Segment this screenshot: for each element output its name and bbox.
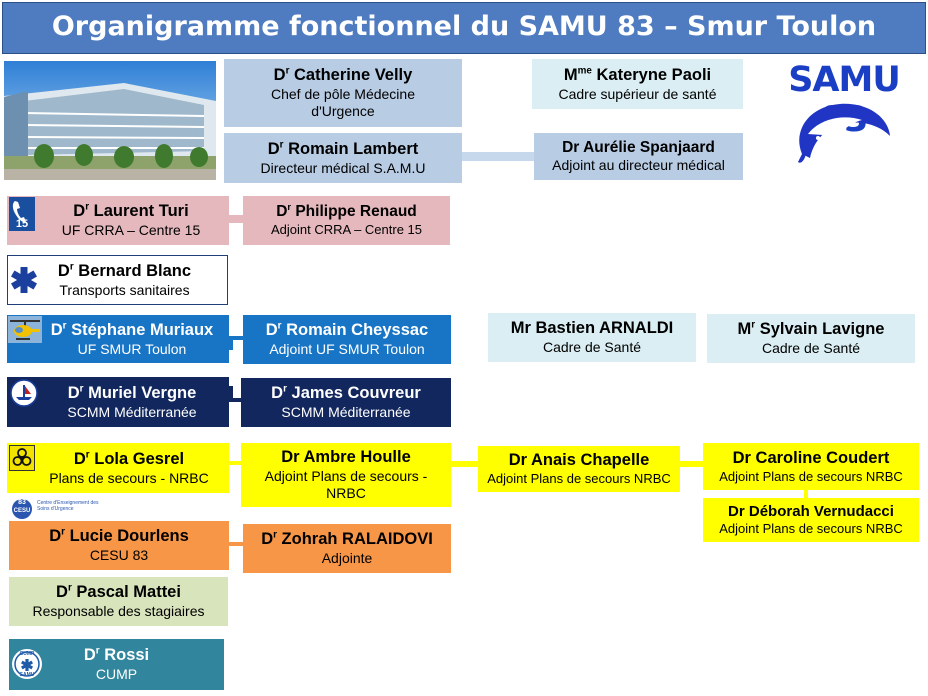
box-laurent-turi: Dr Laurent Turi UF CRRA – Centre 15 xyxy=(7,196,229,245)
person-role: Adjoint CRRA – Centre 15 xyxy=(270,222,423,237)
box-pascal-mattei: Dr Pascal Mattei Responsable des stagiai… xyxy=(9,577,228,626)
person-role: UF SMUR Toulon xyxy=(77,340,187,357)
person-name: Rossi xyxy=(104,646,150,665)
box-romain-lambert: Dr Romain Lambert Directeur médical S.A.… xyxy=(224,133,462,183)
title-bar: Organigramme fonctionnel du SAMU 83 – Sm… xyxy=(2,2,926,54)
person-role: Adjoint Plans de secours NRBC xyxy=(719,468,903,484)
person-role: Adjoint Plans de secours NRBC xyxy=(719,521,903,537)
box-bastien-arnaldi: Mr Bastien ARNALDI Cadre de Santé xyxy=(488,313,696,362)
connector-muriaux-cheyssac-v xyxy=(229,336,233,350)
person-name: Dr Aurélie Spanjaard xyxy=(562,138,715,156)
box-sylvain-lavigne: Mr Sylvain Lavigne Cadre de Santé xyxy=(707,314,915,363)
box-catherine-velly: Dr Catherine Velly Chef de pôle Médecine… xyxy=(224,59,462,127)
box-lucie-dourlens: Dr Lucie Dourlens CESU 83 xyxy=(9,521,229,570)
person-name: Muriel Vergne xyxy=(88,383,197,402)
box-zohrah-ralaidovi: Dr Zohrah RALAIDOVI Adjointe xyxy=(243,524,451,573)
person-name: Dr Déborah Vernudacci xyxy=(728,503,894,521)
cesu-logo-icon: 83 CESU Centre d'Enseignement des Soins … xyxy=(9,497,139,521)
scmm-emblem-icon xyxy=(10,379,38,407)
person-role: CUMP xyxy=(95,666,138,682)
box-deborah-vernudacci: Dr Déborah Vernudacci Adjoint Plans de s… xyxy=(703,498,919,542)
person-role: Plans de secours - NRBC xyxy=(49,469,209,486)
connector-turi-renaud xyxy=(229,215,243,223)
box-muriel-vergne: Dr Muriel Vergne SCMM Méditerranée xyxy=(7,377,229,427)
box-aurelie-spanjaard: Dr Aurélie Spanjaard Adjoint au directeu… xyxy=(534,133,743,180)
person-name: Zohrah RALAIDOVI xyxy=(281,530,433,549)
connector-coudert-vernudacci xyxy=(804,489,808,499)
box-caroline-coudert: Dr Caroline Coudert Adjoint Plans de sec… xyxy=(703,443,919,490)
page-title: Organigramme fonctionnel du SAMU 83 – Sm… xyxy=(51,11,877,42)
person-name: Philippe Renaud xyxy=(295,203,417,221)
dolphin-icon xyxy=(798,103,890,163)
person-name: Laurent Turi xyxy=(93,202,189,221)
person-name: Lucie Dourlens xyxy=(69,527,189,546)
connector-gesrel-houlle xyxy=(229,461,243,465)
person-role: Responsable des stagiaires xyxy=(32,603,205,619)
person-name: Dr Caroline Coudert xyxy=(732,448,890,467)
box-ambre-houlle: Dr Ambre Houlle Adjoint Plans de secours… xyxy=(241,443,451,507)
title-prefix: D xyxy=(273,66,286,85)
person-role: SCMM Méditerranée xyxy=(67,403,197,420)
person-role: Adjoint Plans de secours - NRBC xyxy=(264,468,428,501)
cump-logo-icon: CUMP SAMU xyxy=(11,648,43,680)
box-bernard-blanc: Dr Bernard Blanc Transports sanitaires xyxy=(7,255,228,305)
box-kateryne-paoli: Mme Kateryne Paoli Cadre supérieur de sa… xyxy=(532,59,743,109)
person-role: Chef de pôle Médecine d'Urgence xyxy=(271,86,415,119)
connector-chapelle-coudert xyxy=(680,461,704,467)
star-of-life-icon xyxy=(10,266,38,294)
connector-muriaux-cheyssac xyxy=(229,336,243,340)
person-role: SCMM Méditerranée xyxy=(281,404,411,420)
person-name: Dr Anais Chapelle xyxy=(508,451,650,470)
phone-15-icon: 15 xyxy=(9,197,35,231)
connector-dourlens-ralaidovi xyxy=(229,542,243,546)
person-name: Mr Bastien ARNALDI xyxy=(510,319,674,338)
helicopter-icon xyxy=(8,316,42,343)
box-rossi: Dr Rossi CUMP xyxy=(9,639,224,690)
biohazard-icon xyxy=(9,445,35,471)
person-name: Catherine Velly xyxy=(294,66,413,85)
person-role: UF CRRA – Centre 15 xyxy=(61,222,201,238)
person-role: Adjoint UF SMUR Toulon xyxy=(269,341,425,357)
box-lola-gesrel: Dr Lola Gesrel Plans de secours - NRBC xyxy=(7,443,229,493)
connector-lambert-spanjaard xyxy=(462,152,534,161)
person-name: Romain Lambert xyxy=(288,139,419,158)
samu-83-logo: SAMU 83 xyxy=(770,58,920,170)
box-james-couvreur: Dr James Couvreur SCMM Méditerranée xyxy=(241,378,451,427)
person-name: Pascal Mattei xyxy=(71,583,181,602)
box-romain-cheyssac: Dr Romain Cheyssac Adjoint UF SMUR Toulo… xyxy=(243,315,451,364)
hospital-building-photo xyxy=(4,61,216,180)
person-name: Sylvain Lavigne xyxy=(759,320,885,339)
person-name: Dr Ambre Houlle xyxy=(281,448,411,467)
box-anais-chapelle: Dr Anais Chapelle Adjoint Plans de secou… xyxy=(478,446,680,492)
person-name: Stéphane Muriaux xyxy=(71,320,214,339)
person-name: Kateryne Paoli xyxy=(596,65,712,84)
person-role: Adjoint Plans de secours NRBC xyxy=(487,471,671,487)
connector-vergne-couvreur-v xyxy=(229,386,233,402)
box-philippe-renaud: Dr Philippe Renaud Adjoint CRRA – Centre… xyxy=(243,196,450,245)
person-role: Adjointe xyxy=(321,550,373,566)
person-role: Cadre de Santé xyxy=(761,340,861,356)
connector-vergne-couvreur xyxy=(229,398,243,402)
person-role: Cadre de Santé xyxy=(542,339,642,355)
person-name: James Couvreur xyxy=(291,384,421,403)
person-role: Adjoint au directeur médical xyxy=(552,157,725,174)
box-stephane-muriaux: Dr Stéphane Muriaux UF SMUR Toulon xyxy=(7,315,229,363)
person-name: Romain Cheyssac xyxy=(286,321,429,340)
person-name: Lola Gesrel xyxy=(94,449,185,468)
person-role: CESU 83 xyxy=(89,547,149,563)
person-name: Bernard Blanc xyxy=(78,261,192,280)
connector-houlle-chapelle xyxy=(450,461,480,467)
person-role: Transports sanitaires xyxy=(59,281,190,298)
person-role: Directeur médical S.A.M.U xyxy=(260,159,426,176)
person-role: Cadre supérieur de santé xyxy=(558,85,717,102)
